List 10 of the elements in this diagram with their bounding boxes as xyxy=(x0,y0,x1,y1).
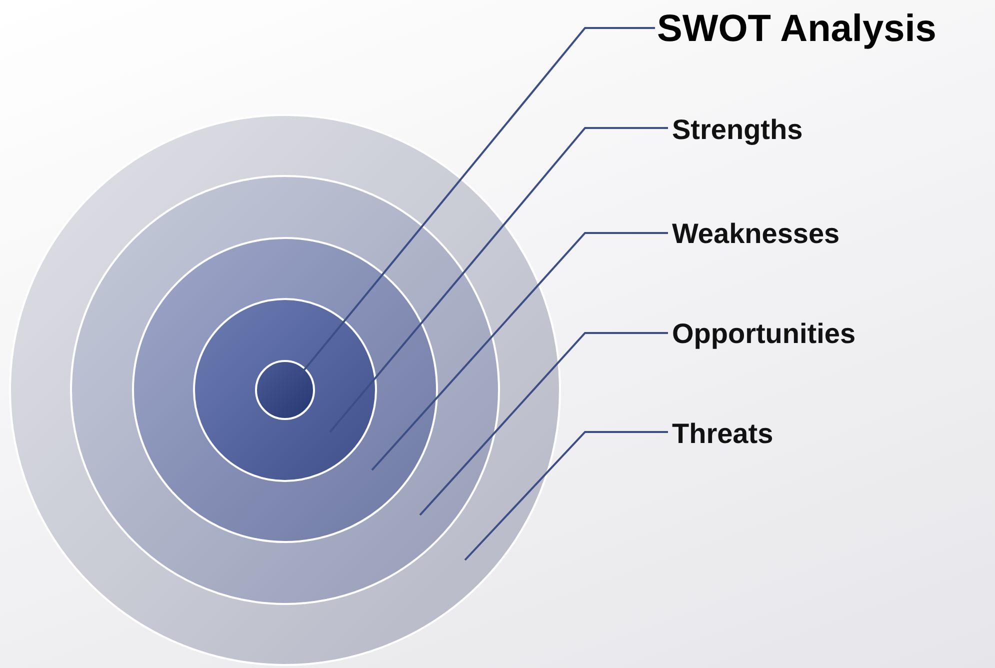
item-label: Weaknesses xyxy=(672,220,840,248)
diagram-title: SWOT Analysis xyxy=(657,10,936,48)
leader-line xyxy=(419,332,668,516)
item-label: Threats xyxy=(672,420,774,448)
item-label: Strengths xyxy=(672,116,803,144)
item-label: Opportunities xyxy=(672,320,856,348)
leader-line xyxy=(371,232,668,471)
leader-line xyxy=(464,431,668,561)
leader-line xyxy=(329,127,668,433)
leader-line xyxy=(299,27,655,376)
